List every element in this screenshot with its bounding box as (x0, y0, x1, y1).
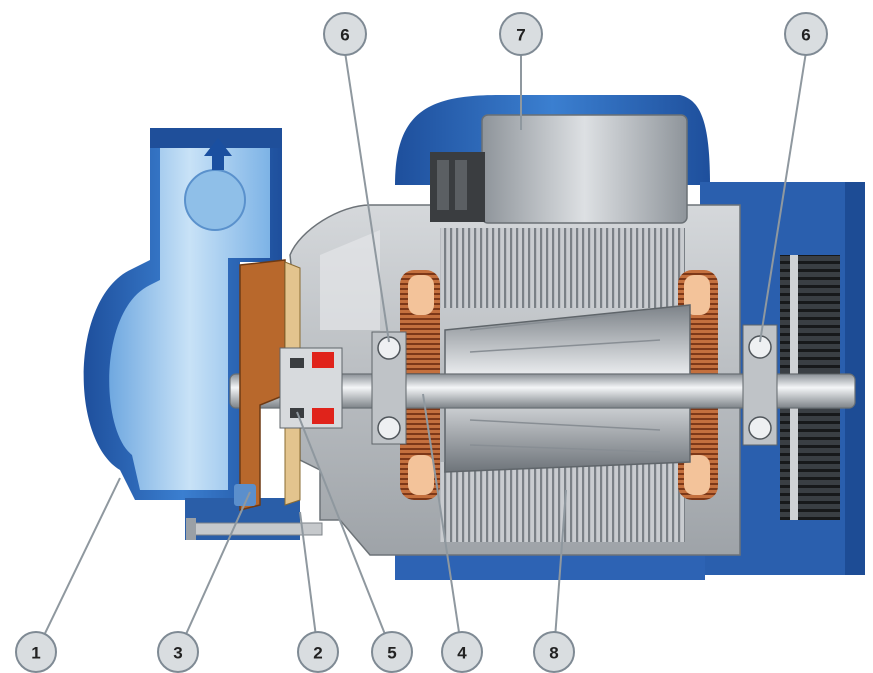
callout-3-label: 3 (173, 644, 182, 663)
callout-7: 7 (499, 12, 543, 56)
callout-4-label: 4 (457, 644, 467, 663)
callout-4: 4 (441, 631, 483, 673)
callout-5-label: 5 (387, 644, 396, 663)
callout-7-label: 7 (516, 26, 525, 45)
mechanical-seal (279, 347, 343, 429)
callout-6-right: 6 (784, 12, 828, 56)
callout-6-left-label: 6 (340, 26, 349, 45)
ball-bearing-front (371, 331, 407, 445)
callout-2: 2 (297, 631, 339, 673)
callout-8-label: 8 (549, 644, 558, 663)
capacitor (430, 114, 688, 224)
callout-3: 3 (157, 631, 199, 673)
base-bolt (186, 518, 323, 540)
callout-2-label: 2 (313, 644, 322, 663)
callout-8: 8 (533, 631, 575, 673)
callout-6-right-label: 6 (801, 26, 810, 45)
ball-bearing-rear (742, 324, 778, 446)
callout-1-label: 1 (31, 644, 40, 663)
callout-1: 1 (15, 631, 57, 673)
leader-lines (35, 51, 807, 653)
outlet-arrow-icon (204, 138, 232, 170)
callout-6-left: 6 (323, 12, 367, 56)
callout-5: 5 (371, 631, 413, 673)
impeller (234, 259, 286, 511)
